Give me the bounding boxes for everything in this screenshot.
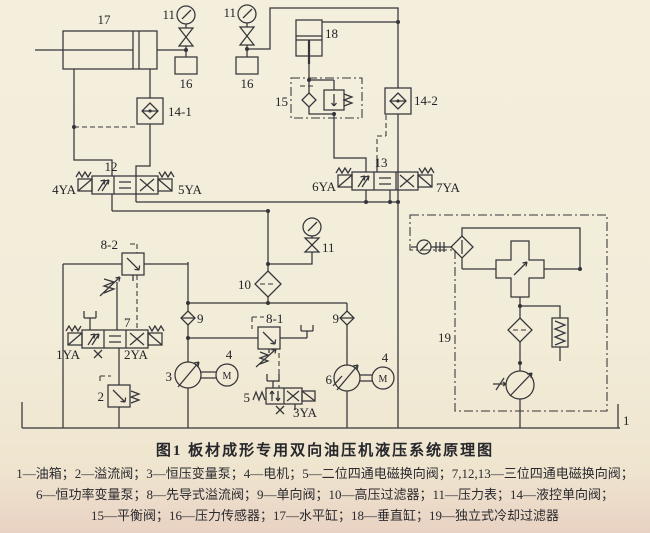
relief2-label: 2	[98, 389, 105, 404]
pilot-relief-valve-8-2: 8-2	[62, 237, 188, 428]
filter10-label: 10	[238, 277, 251, 292]
directional-valve-12: 12 4YA 5YA	[52, 69, 202, 211]
check9b-label: 9	[333, 311, 340, 326]
sensor16a-label: 16	[180, 76, 194, 91]
pump3-label: 3	[166, 369, 173, 384]
pressure-sensor-16a: 16	[174, 56, 198, 91]
valve12-label: 12	[105, 159, 118, 174]
solenoid-7ya-label: 7YA	[436, 180, 460, 195]
check14-2-label: 14-2	[414, 93, 438, 108]
balance-valve-15: 15	[275, 64, 363, 119]
gauge11c-label: 11	[322, 240, 335, 255]
solenoid-6ya-label: 6YA	[312, 179, 336, 194]
pump6-label: 6	[326, 372, 333, 387]
figure-caption: 图1 板材成形专用双向油压机液压系统原理图	[155, 443, 495, 459]
legend-line-3: 15—平衡阀；16—压力传感器；17—水平缸；18—垂直缸；19—独立式冷却过滤…	[90, 508, 559, 523]
valve15-label: 15	[275, 94, 288, 109]
motor-a-letter: M	[223, 371, 232, 382]
cylinder17-label: 17	[98, 12, 112, 27]
tank-line-1: 1	[21, 402, 630, 429]
unit19-label: 19	[438, 330, 451, 345]
sensor16b-label: 16	[241, 76, 255, 91]
relief-valve-2: 2	[98, 375, 141, 428]
relief8-1-label: 8-1	[266, 311, 283, 326]
directional-valve-13: 13 6YA 7YA	[312, 112, 460, 204]
legend-line-1: 1—油箱；2—溢流阀；3—恒压变量泵；4—电机；5—二位四通电磁换向阀；7,12…	[16, 466, 634, 481]
valve7-label: 7	[124, 315, 131, 330]
pressure-gauge-11c: 11	[266, 217, 335, 266]
gauge11a-label: 11	[162, 7, 175, 22]
pump-rail-lines	[186, 301, 347, 305]
directional-valve-7: 7 1YA 2YA	[56, 282, 165, 385]
legend-line-2: 6—恒功率变量泵；8—先导式溢流阀；9—单向阀；10—高压过滤器；11—压力表；…	[35, 487, 615, 502]
solenoid-3ya-label: 3YA	[293, 405, 317, 420]
gauge11b-label: 11	[223, 5, 236, 20]
pilot-check-valve-14-2: 14-2	[247, 7, 438, 202]
motor4b-label: 4	[382, 350, 389, 365]
cylinder18-label: 18	[325, 26, 338, 41]
solenoid-2ya-label: 2YA	[124, 347, 148, 362]
check9a-label: 9	[197, 311, 204, 326]
pressure-gauge-11b: 11	[223, 4, 257, 57]
motor-b-letter: M	[379, 374, 388, 385]
pressure-gauge-11a: 11	[157, 5, 196, 57]
pressure-sensor-16b: 16	[235, 56, 259, 91]
solenoid-4ya-label: 4YA	[52, 182, 76, 197]
pump-6-motor-4: M 6 4 9	[326, 303, 395, 428]
tank1-label: 1	[623, 413, 630, 428]
hydraulic-schematic: 17 11 16 11 16 18	[21, 4, 630, 429]
pilot-check-valve-14-1: 14-1	[72, 69, 192, 176]
pressure-bus-lines	[112, 200, 400, 428]
solenoid-5ya-label: 5YA	[178, 182, 202, 197]
cooling-filter-unit-19: 19	[409, 214, 608, 428]
pump-3-motor-4: M 3 4 9	[166, 262, 239, 428]
horizontal-cylinder-17: 17	[35, 12, 158, 70]
pilot-relief-valve-8-1: 8-1	[188, 311, 314, 388]
high-pressure-filter-10: 10	[238, 211, 282, 305]
relief8-2-label: 8-2	[101, 237, 118, 252]
check14-1-label: 14-1	[168, 104, 192, 119]
figure-legend: 1—油箱；2—溢流阀；3—恒压变量泵；4—电机；5—二位四通电磁换向阀；7,12…	[0, 463, 650, 526]
valve13-label: 13	[375, 155, 388, 170]
directional-valve-5: 5 3YA	[244, 374, 317, 420]
vertical-cylinder-18: 18	[295, 19, 338, 64]
motor4a-label: 4	[226, 347, 233, 362]
solenoid-1ya-label: 1YA	[56, 347, 80, 362]
valve5-label: 5	[244, 390, 251, 405]
